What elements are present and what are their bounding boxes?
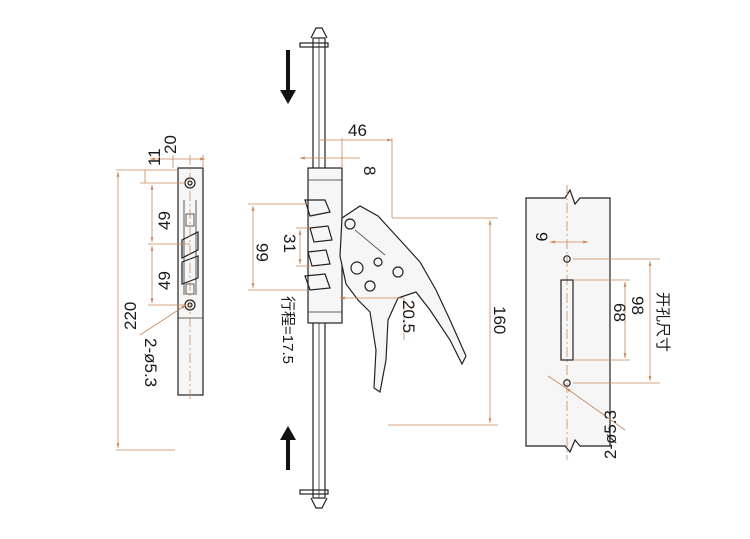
dim-cutout-label: 开孔尺寸 <box>654 292 671 352</box>
cutout-slot <box>560 279 574 361</box>
dim-11: 11 <box>145 148 164 166</box>
dim-hole-right: 2-ø5.3 <box>601 410 620 459</box>
rod-tip-top <box>310 27 328 39</box>
dim-31: 31 <box>280 234 299 253</box>
dim-9: 9 <box>532 232 551 241</box>
panel-outline <box>525 188 611 454</box>
dim-20-5: 20.5 <box>399 300 418 333</box>
dim-68: 68 <box>610 303 629 322</box>
front-view <box>248 27 498 509</box>
left-side-view <box>116 155 205 451</box>
cutout-hole-top <box>563 255 571 263</box>
handle-lever <box>339 205 467 394</box>
dim-8: 8 <box>360 166 379 175</box>
arrow-down-icon <box>280 50 296 104</box>
dim-220: 220 <box>121 302 140 330</box>
dim-66: 66 <box>253 243 272 262</box>
rod-tip-bottom <box>310 497 328 509</box>
dim-hole-left: 2-ø5.3 <box>141 338 160 387</box>
dim-20: 20 <box>161 135 180 154</box>
dim-49-top: 49 <box>155 211 174 230</box>
dim-46: 46 <box>348 121 367 140</box>
cutout-view <box>525 185 660 460</box>
dim-stroke: 行程=17.5 <box>279 296 296 364</box>
arrow-up-icon <box>280 426 296 470</box>
dim-98: 98 <box>628 296 647 315</box>
dim-49-bottom: 49 <box>155 271 174 290</box>
front-body-plate <box>307 167 343 324</box>
dim-160: 160 <box>490 306 509 334</box>
cutout-hole-bottom <box>563 379 571 387</box>
